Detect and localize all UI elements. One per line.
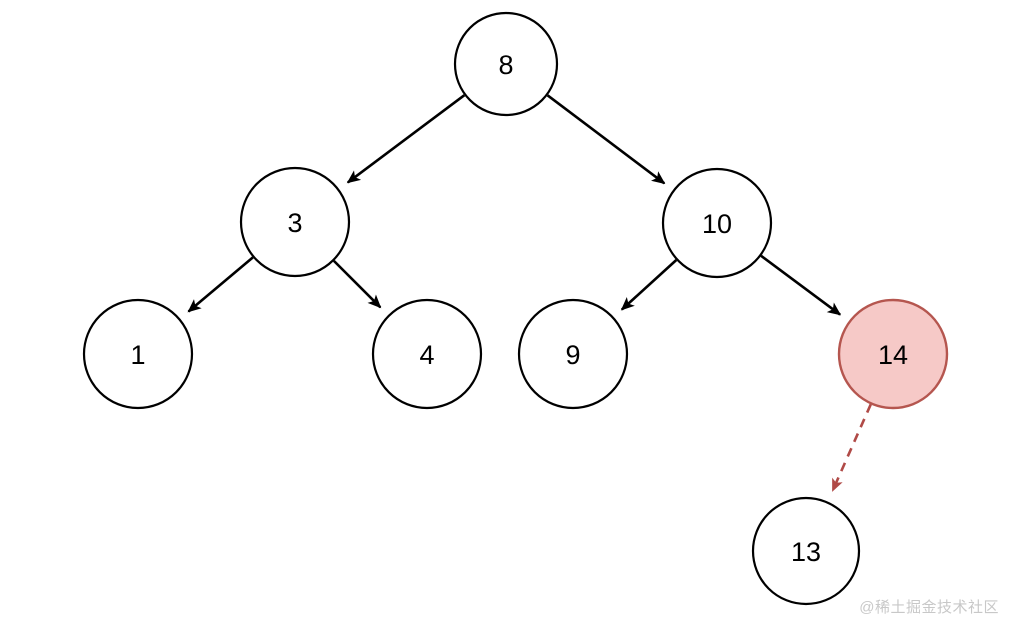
edge-n14-to-n13 — [831, 403, 872, 492]
node-label-14: 14 — [878, 340, 908, 370]
node-label-1: 1 — [130, 340, 145, 370]
edge-n8-to-n10 — [546, 94, 666, 185]
node-label-8: 8 — [498, 50, 513, 80]
edge-n3-to-n4 — [332, 259, 382, 309]
tree-node-4[interactable]: 4 — [371, 298, 483, 410]
node-circle-9 — [517, 298, 629, 410]
edge-n10-to-n14 — [760, 254, 842, 316]
node-circle-8 — [453, 11, 559, 117]
edge-n3-to-n1 — [187, 256, 254, 313]
tree-node-1[interactable]: 1 — [82, 298, 194, 410]
node-circle-14 — [837, 298, 949, 410]
edge-n10-to-n9 — [620, 259, 678, 311]
node-label-3: 3 — [287, 208, 302, 238]
tree-node-3[interactable]: 3 — [239, 166, 351, 278]
tree-node-9[interactable]: 9 — [517, 298, 629, 410]
node-circle-3 — [239, 166, 351, 278]
node-circle-1 — [82, 298, 194, 410]
node-label-9: 9 — [565, 340, 580, 370]
node-circle-10 — [661, 167, 773, 279]
node-label-13: 13 — [791, 537, 821, 567]
node-label-10: 10 — [702, 209, 732, 239]
tree-node-10[interactable]: 10 — [661, 167, 773, 279]
tree-node-13[interactable]: 13 — [751, 496, 861, 606]
tree-node-8[interactable]: 8 — [453, 11, 559, 117]
node-circle-13 — [751, 496, 861, 606]
watermark: @稀土掘金技术社区 — [859, 599, 999, 616]
node-label-4: 4 — [419, 340, 434, 370]
edge-n8-to-n3 — [346, 94, 466, 184]
edge-layer — [187, 94, 872, 492]
node-circle-4 — [371, 298, 483, 410]
tree-node-14[interactable]: 14 — [837, 298, 949, 410]
